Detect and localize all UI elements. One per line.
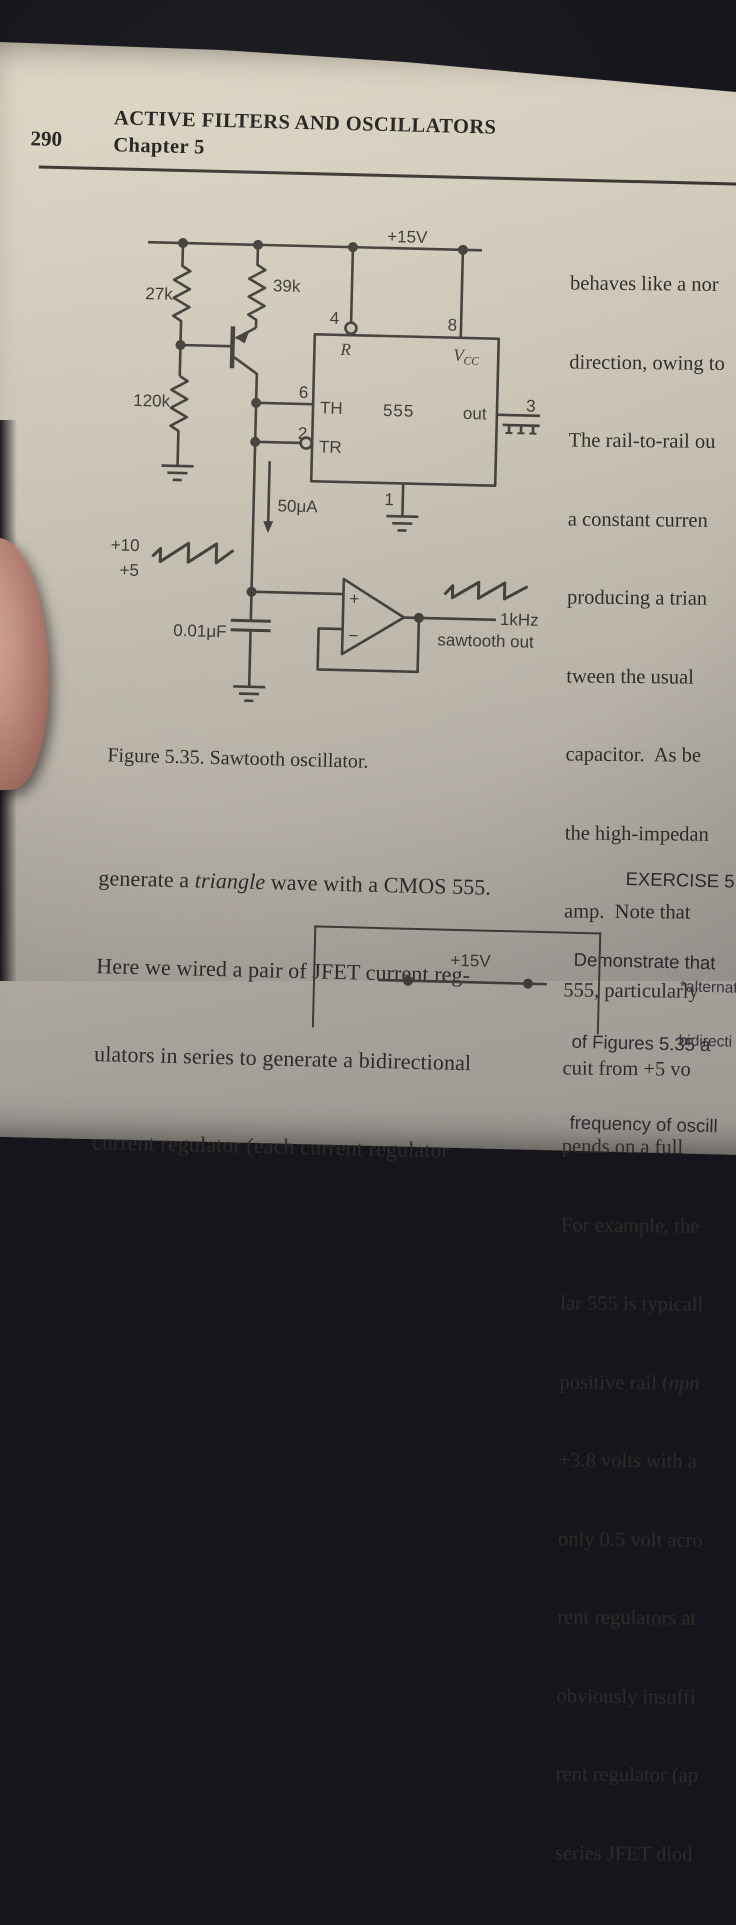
photo-of-book-page: { "colors":{"background":"#16151b","page… — [0, 0, 736, 1865]
body-line: ulators in series to generate a bidirect… — [93, 1041, 472, 1076]
pin1-number: 1 — [384, 490, 394, 509]
body-line: only 0.5 volt acro — [557, 1528, 703, 1552]
bottom-figure-box: +15V — [311, 925, 602, 1035]
footnote: *alternati bidirecti — [678, 942, 736, 1087]
pin8-wire — [459, 249, 465, 338]
footnote-line: *alternati — [679, 978, 736, 997]
supply-label: +15V — [387, 227, 428, 247]
pin1-wire — [401, 483, 405, 517]
body-line: positive rail (npn — [559, 1371, 700, 1395]
body-line: series JFET diod — [554, 1842, 693, 1866]
resistor-27k-label: 27k — [145, 284, 173, 304]
pin4-bubble — [344, 321, 358, 335]
page-number: 290 — [30, 126, 63, 152]
body-line: behaves like a nor — [569, 272, 719, 297]
body-line: capacitor. As be — [565, 743, 702, 767]
ground-symbol — [233, 685, 266, 703]
pin2-name: TR — [319, 437, 342, 457]
pin6-wire — [256, 401, 314, 406]
footnote-line: bidirecti — [678, 1032, 733, 1051]
resistor-120k-label: 120k — [133, 391, 171, 411]
exercise-heading: EXERCISE 5.9 — [625, 868, 736, 893]
pin4-number: 4 — [330, 309, 340, 328]
resistor-39k — [246, 244, 267, 328]
pin2-wire — [255, 440, 301, 445]
pin2-number: 2 — [298, 424, 308, 443]
body-line: producing a trian — [566, 586, 708, 611]
body-line: rent regulators at — [557, 1606, 697, 1631]
pin6-name: TH — [320, 398, 343, 418]
wave-bottom-label: +5 — [119, 561, 139, 580]
pin8-number: 8 — [447, 316, 457, 335]
body-line: obviously insuffi — [556, 1685, 696, 1709]
chip-label: 555 — [383, 401, 415, 421]
resistor-39k-label: 39k — [273, 276, 301, 296]
exercise-line: frequency of oscill — [569, 1111, 718, 1137]
chapter-header: ACTIVE FILTERS AND OSCILLATORS Chapter 5 — [113, 105, 497, 168]
open-output-symbol — [502, 423, 540, 435]
figure-caption: Figure 5.35. Sawtooth oscillator. — [107, 744, 369, 773]
output-frequency-label: 1kHz — [500, 610, 539, 630]
body-line: a constant curren — [567, 508, 708, 532]
book-page: 290 ACTIVE FILTERS AND OSCILLATORS Chapt… — [0, 36, 736, 1865]
capacitor-symbol — [230, 591, 271, 687]
body-line: For example, the — [560, 1214, 700, 1238]
body-line: lar 555 is typicall — [560, 1292, 704, 1317]
opamp-follower-symbol — [316, 577, 496, 674]
body-line: +3.8 volts with a — [558, 1449, 697, 1474]
opamp-plus-input: + — [349, 589, 359, 608]
sawtooth-oscillator-schematic: +15V 27k 39k 120k 4 R 8 VCC 6 TH 2 TR 55… — [111, 227, 540, 703]
ground-symbol — [161, 464, 194, 482]
current-arrow — [263, 461, 274, 534]
output-description-label: sawtooth out — [437, 630, 534, 651]
sawtooth-waveform-symbol — [443, 580, 529, 601]
opamp-minus-input: − — [348, 626, 358, 645]
node-to-opamp-wire — [251, 590, 344, 596]
body-line: rent regulator (ap — [555, 1763, 699, 1787]
header-rule — [38, 165, 736, 186]
pin4-wire — [349, 247, 355, 323]
current-label: 50μA — [277, 496, 318, 516]
ground-symbol — [386, 514, 419, 532]
pin3-wire — [496, 413, 540, 418]
body-line: The rail-to-rail ou — [568, 429, 716, 454]
pin8-name: VCC — [453, 346, 480, 368]
resistor-120k — [169, 374, 189, 466]
sawtooth-waveform-symbol — [151, 541, 235, 565]
out-pin-name: out — [463, 404, 487, 424]
body-line: tween the usual — [566, 665, 694, 689]
pin6-number: 6 — [299, 383, 309, 402]
pin3-number: 3 — [526, 396, 536, 415]
resistor-27k — [171, 242, 192, 377]
body-line: current regulator (each current regulato… — [91, 1129, 450, 1164]
body-line: direction, owing to — [569, 351, 725, 375]
capacitor-label: 0.01μF — [173, 621, 227, 641]
pnp-transistor-symbol — [180, 326, 259, 592]
power-rail — [147, 240, 482, 252]
junction-dots — [175, 238, 468, 623]
pin4-name: R — [339, 340, 351, 359]
pin2-bubble — [299, 436, 313, 450]
body-line: generate a triangle wave with a CMOS 555… — [98, 864, 492, 900]
wave-top-label: +10 — [111, 535, 140, 555]
